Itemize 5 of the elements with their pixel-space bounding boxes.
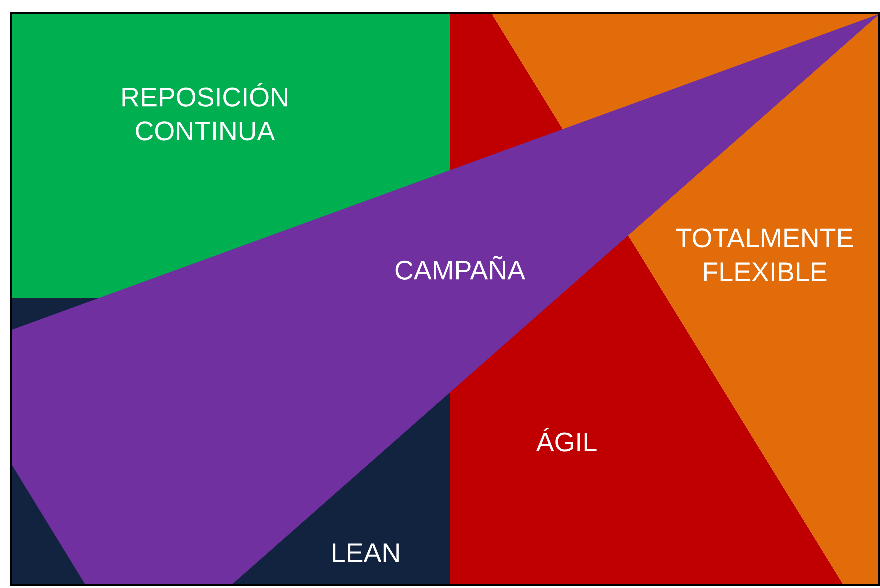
region-label: LEAN	[333, 544, 399, 562]
region-label: CAMPAÑA	[396, 256, 526, 280]
region-label: TOTALMENTE FLEXIBLE	[676, 228, 854, 282]
region-label: ÁGIL	[536, 428, 597, 452]
region-label: REPOSICIÓN CONTINUA	[122, 83, 288, 141]
